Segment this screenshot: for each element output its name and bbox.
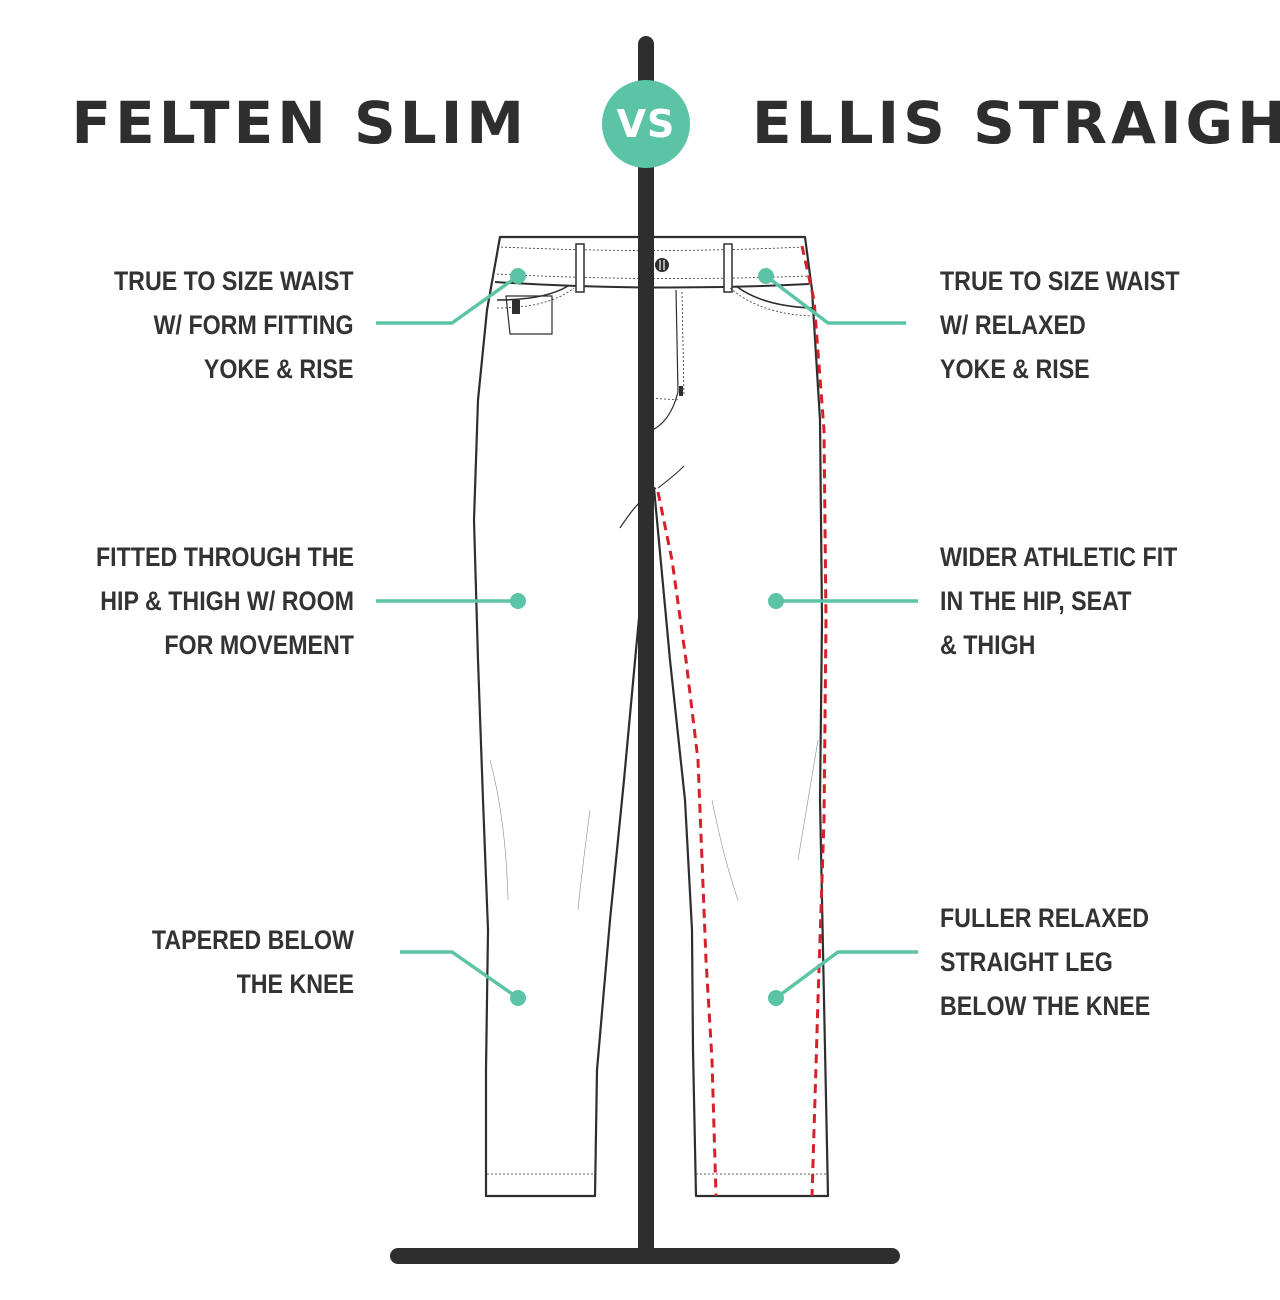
callout-line: YOKE & RISE	[940, 354, 1090, 384]
callout-line: STRAIGHT LEG	[940, 947, 1113, 977]
callout-line: W/ FORM FITTING	[154, 310, 354, 340]
callout-line: FOR MOVEMENT	[164, 630, 354, 660]
callout-line: YOKE & RISE	[204, 354, 354, 384]
dot-right-knee	[768, 990, 784, 1006]
callout-line: BELOW THE KNEE	[940, 991, 1151, 1021]
callout-line: TAPERED BELOW	[151, 925, 354, 955]
leader-left-knee	[400, 950, 520, 1000]
dot-left-waist	[510, 268, 526, 284]
right-callout-knee: FULLER RELAXED STRAIGHT LEG BELOW THE KN…	[940, 896, 1150, 1028]
leader-right-waist	[764, 274, 906, 325]
callout-line: FULLER RELAXED	[940, 903, 1149, 933]
dot-right-hip	[768, 593, 784, 609]
ellis-straight-title: ELLIS STRAIGHT	[752, 89, 1280, 157]
left-callout-waist: TRUE TO SIZE WAIST W/ FORM FITTING YOKE …	[114, 259, 354, 391]
vs-badge: VS	[602, 80, 690, 168]
ellis-comparison-outline	[656, 245, 828, 1197]
callout-line: & THIGH	[940, 630, 1036, 660]
callout-line: WIDER ATHLETIC FIT	[940, 542, 1178, 572]
right-callout-waist: TRUE TO SIZE WAIST W/ RELAXED YOKE & RIS…	[940, 259, 1180, 391]
callout-line: TRUE TO SIZE WAIST	[940, 266, 1180, 296]
dot-left-knee	[510, 990, 526, 1006]
right-callout-hip: WIDER ATHLETIC FIT IN THE HIP, SEAT & TH…	[940, 535, 1177, 667]
left-callout-knee: TAPERED BELOW THE KNEE	[152, 918, 354, 1006]
left-callout-hip: FITTED THROUGH THE HIP & THIGH W/ ROOM F…	[96, 535, 354, 667]
felten-slim-title: FELTEN SLIM	[71, 89, 528, 157]
callout-dots	[510, 268, 784, 1006]
dot-left-hip	[510, 593, 526, 609]
callout-line: FITTED THROUGH THE	[96, 542, 354, 572]
leader-right-knee	[774, 950, 918, 1000]
callout-leaders	[376, 274, 918, 1000]
callout-line: TRUE TO SIZE WAIST	[114, 266, 354, 296]
dot-right-waist	[758, 268, 774, 284]
pants-details	[487, 243, 826, 1175]
callout-line: THE KNEE	[236, 969, 354, 999]
callout-line: HIP & THIGH W/ ROOM	[100, 586, 354, 616]
callout-line: IN THE HIP, SEAT	[940, 586, 1132, 616]
callout-line: W/ RELAXED	[940, 310, 1086, 340]
leader-left-waist	[376, 274, 520, 325]
